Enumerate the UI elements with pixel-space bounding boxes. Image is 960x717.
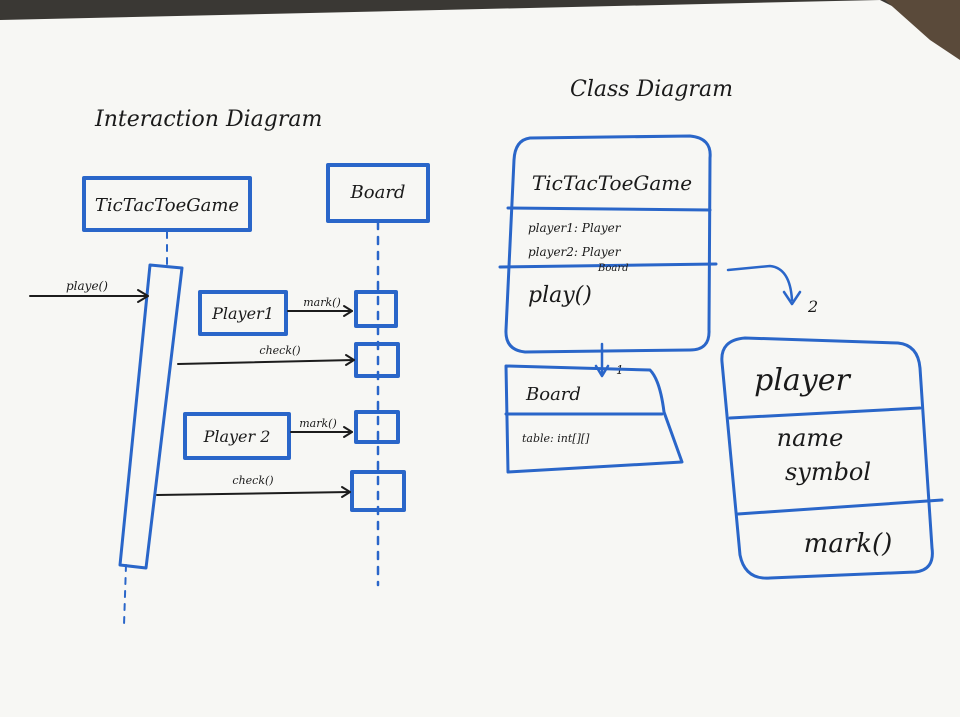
board-activation-2 [354, 342, 400, 378]
game-class-divider-2 [498, 262, 718, 269]
mark1-message-label: mark() [303, 296, 341, 309]
player-association-line [726, 264, 794, 302]
player-class-name: player [754, 363, 851, 398]
board-activation-1 [354, 290, 398, 328]
check1-message-label: check() [259, 344, 300, 357]
game-class-divider-1 [506, 206, 712, 212]
player-class-attr2: symbol [785, 458, 871, 486]
lifeline-game-label: TicTacToeGame [95, 195, 239, 216]
player-class-box [720, 336, 934, 580]
game-class-method: play() [528, 283, 592, 308]
board-class-box [504, 364, 684, 474]
player-multiplicity: 2 [807, 297, 818, 316]
board-class-attr: table: int[][] [522, 432, 590, 445]
play-message-label: playe() [66, 279, 108, 293]
board-activation-4 [350, 470, 406, 512]
check2-message-arrow [156, 491, 351, 496]
game-class-attr1: player1: Player [528, 221, 622, 235]
class-diagram-title: Class Diagram [570, 77, 733, 102]
game-class-attr3: Board [597, 263, 629, 274]
player-class-divider-2 [736, 498, 944, 516]
game-class-name: TicTacToeGame [532, 171, 692, 195]
check2-arrowhead [341, 486, 351, 498]
play-arrowhead [137, 289, 149, 303]
player-association-arrowhead [782, 290, 802, 306]
board-corner-shadow [885, 0, 960, 60]
game-activation-bar [118, 263, 184, 570]
check2-message-label: check() [232, 474, 273, 487]
player2-label: Player 2 [203, 427, 271, 446]
board-class-name: Board [525, 384, 581, 405]
board-activation-3 [354, 410, 400, 444]
mark2-message-label: mark() [299, 417, 337, 430]
player2-box [183, 412, 291, 460]
player1-label: Player1 [211, 304, 274, 323]
mark2-arrowhead [343, 426, 353, 438]
check1-arrowhead [345, 354, 355, 366]
game-class-box [504, 134, 712, 354]
game-class-attr2: player2: Player [528, 245, 622, 259]
mark1-arrowhead [343, 305, 353, 317]
check1-message-arrow [177, 359, 355, 365]
player-class-attr1: name [777, 424, 844, 452]
interaction-diagram-title: Interaction Diagram [94, 107, 322, 132]
lifeline-game-dash-bottom [123, 564, 127, 626]
lifeline-game-box [82, 176, 252, 232]
player-class-method: mark() [804, 529, 893, 559]
lifeline-board-label: Board [350, 182, 406, 203]
player1-box [198, 290, 288, 336]
player-class-divider-1 [728, 406, 922, 420]
